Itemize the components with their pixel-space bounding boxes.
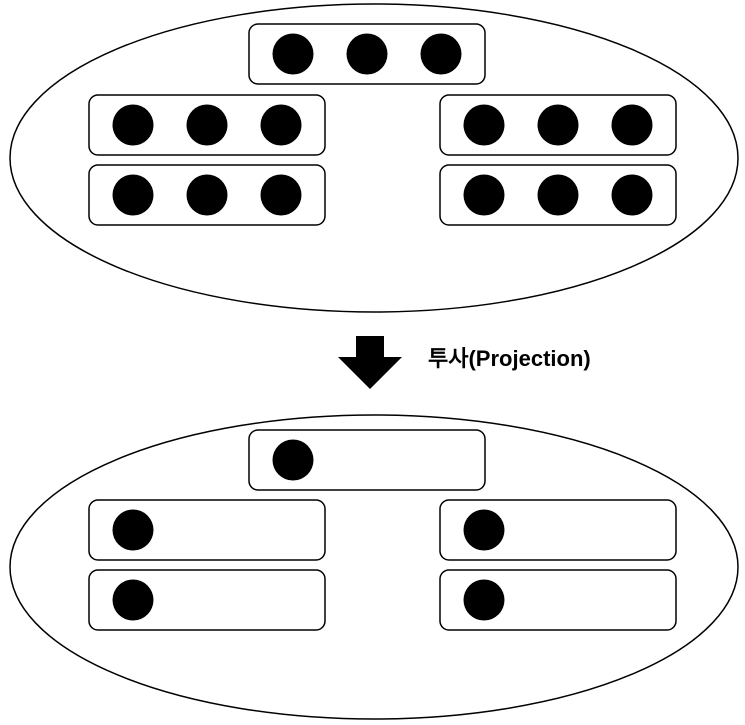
after-projection-box-left-lower	[88, 569, 326, 631]
before-projection-dot	[611, 104, 653, 146]
before-projection-dot	[186, 174, 228, 216]
after-projection-dot	[463, 579, 505, 621]
down-arrow-icon	[338, 336, 402, 389]
before-projection-dot	[112, 104, 154, 146]
before-projection-dot	[346, 33, 388, 75]
after-projection-box-right-lower	[439, 569, 677, 631]
after-projection-box-left-upper	[88, 499, 326, 561]
after-projection-ellipse	[9, 414, 739, 720]
before-projection-dot	[260, 104, 302, 146]
after-projection-box-right-upper	[439, 499, 677, 561]
before-projection-ellipse	[9, 3, 739, 313]
before-projection-dot	[186, 104, 228, 146]
before-projection-dot	[112, 174, 154, 216]
after-projection-dot	[463, 509, 505, 551]
before-projection-dot	[537, 174, 579, 216]
after-projection-dot	[112, 509, 154, 551]
before-projection-dot	[420, 33, 462, 75]
after-projection-dot	[272, 439, 314, 481]
before-projection-dot	[272, 33, 314, 75]
before-projection-dot	[463, 174, 505, 216]
before-projection-dot	[611, 174, 653, 216]
before-projection-dot	[537, 104, 579, 146]
before-projection-dot	[463, 104, 505, 146]
projection-label: 투사(Projection)	[428, 346, 591, 371]
after-projection-dot	[112, 579, 154, 621]
after-projection-box-top	[248, 429, 486, 491]
before-projection-dot	[260, 174, 302, 216]
